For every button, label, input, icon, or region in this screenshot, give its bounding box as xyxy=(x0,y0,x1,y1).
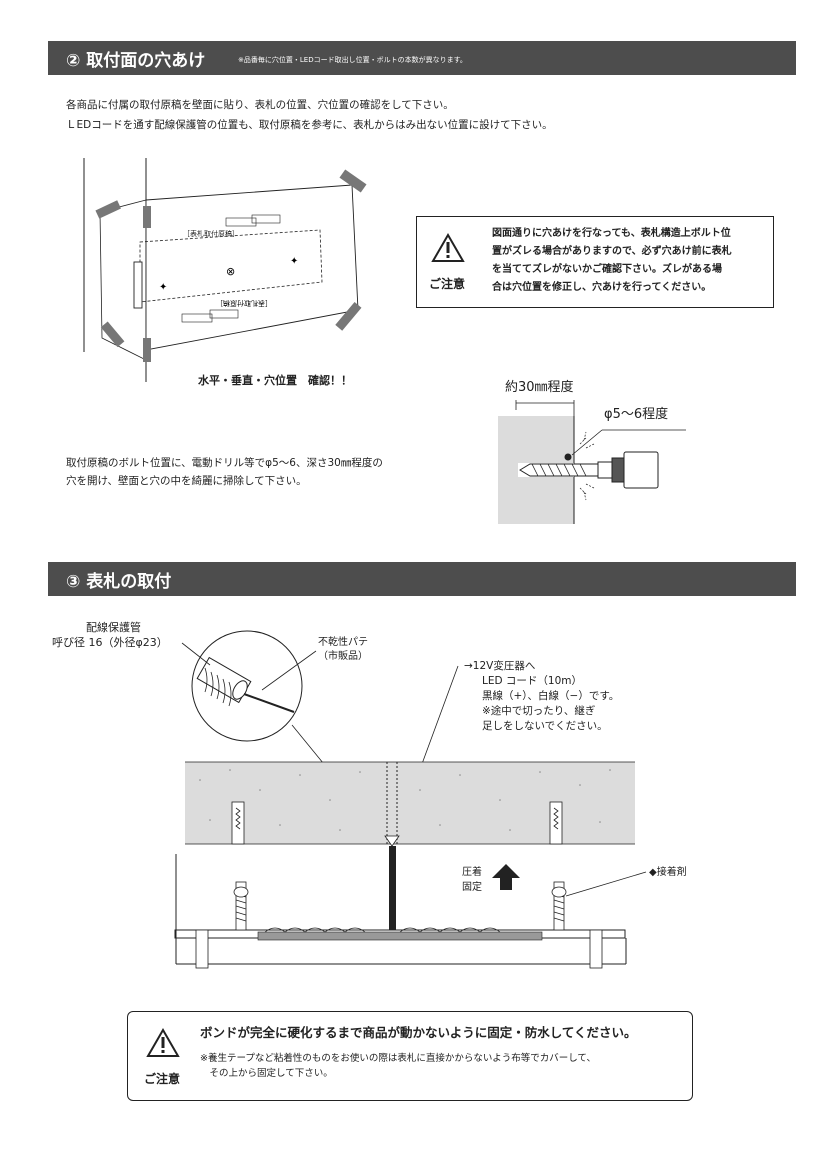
depth-label: 約30㎜程度 xyxy=(505,380,574,395)
warning-icon xyxy=(146,1027,180,1057)
caution-text: 図面通りに穴あけを行なっても、表札構造上ボルト位 置がズレる場合がありますので、… xyxy=(492,225,732,297)
caution-word: ご注意 xyxy=(429,277,466,291)
press-label-2: 固定 xyxy=(462,882,482,893)
led-note-line: →12V変圧器へ xyxy=(464,660,536,672)
instruction-line-2: ＬEDコードを通す配線保護管の位置も、取付原稿を参考に、表札からはみ出ない位置に… xyxy=(66,119,553,131)
conduit-label-1: 配線保護管 xyxy=(86,621,141,634)
caution-line: を当ててズレがないかご確認下さい。ズレがある場 xyxy=(492,264,722,275)
press-label-1: 圧着 xyxy=(462,867,482,878)
caution-main: ボンドが完全に硬化するまで商品が動かないように固定・防水してください。 xyxy=(200,1025,637,1040)
drill-instruction-line-2: 穴を開け、壁面と穴の中を綺麗に掃除して下さい。 xyxy=(66,475,307,487)
svg-text:✦: ✦ xyxy=(159,282,167,293)
section-2-header: ② 取付面の穴あけ ※品番毎に穴位置・LEDコード取出し位置・ボルトの本数が異な… xyxy=(48,41,796,75)
putty-label-2: （市販品） xyxy=(318,651,368,662)
caution-box-bond: ご注意 ボンドが完全に硬化するまで商品が動かないように固定・防水してください。 … xyxy=(127,1011,693,1101)
warning-icon xyxy=(431,232,465,262)
section-3-title: ③ 表札の取付 xyxy=(66,572,172,592)
caution-word: ご注意 xyxy=(144,1072,181,1086)
instruction-line-1: 各商品に付属の取付原稿を壁面に貼り、表札の位置、穴位置の確認をして下さい。 xyxy=(66,99,454,111)
caution-box-drilling: ご注意 図面通りに穴あけを行なっても、表札構造上ボルト位 置がズレる場合がありま… xyxy=(416,216,774,308)
drill-instruction-line-1: 取付原稿のボルト位置に、電動ドリル等でφ5～6、深さ30㎜程度の xyxy=(66,457,383,469)
svg-text:［表札取付原稿］: ［表札取付原稿］ xyxy=(216,299,272,308)
caution-line: 図面通りに穴あけを行なっても、表札構造上ボルト位 xyxy=(492,228,731,239)
conduit-label-2: 呼び径 16（外径φ23） xyxy=(52,636,168,649)
led-cord-notes: →12V変圧器へ LED コード（10m） 黒線（+）、白線（−）です。 ※途中… xyxy=(464,659,619,734)
template-title: ［表札取付原稿］ xyxy=(183,230,239,238)
diameter-label: φ5～6程度 xyxy=(604,407,669,422)
level-caption: 水平・垂直・穴位置 確認！！ xyxy=(198,374,352,387)
led-note-line: LED コード（10m） xyxy=(482,675,582,687)
caution-sub-1: ※養生テープなど粘着性のものをお使いの際は表札に直接かからないよう布等でカバーし… xyxy=(200,1053,596,1064)
caution-line: 置がズレる場合がありますので、必ず穴あけ前に表札 xyxy=(492,246,732,257)
adhesive-label: ◆接着剤 xyxy=(649,867,687,878)
led-note-line: 足しをしないでください。 xyxy=(482,720,608,732)
section-2-note: ※品番毎に穴位置・LEDコード取出し位置・ボルトの本数が異なります。 xyxy=(238,56,467,64)
svg-text:⊗: ⊗ xyxy=(226,265,235,278)
led-note-line: ※途中で切ったり、継ぎ xyxy=(482,705,596,717)
svg-text:✦: ✦ xyxy=(290,256,298,267)
caution-sub-2: その上から固定して下さい。 xyxy=(200,1068,333,1079)
section-3-header: ③ 表札の取付 xyxy=(48,562,796,596)
putty-label-1: 不乾性パテ xyxy=(318,637,368,648)
led-note-line: 黒線（+）、白線（−）です。 xyxy=(482,690,620,702)
caution-line: 合は穴位置を修正し、穴あけを行ってください。 xyxy=(492,282,712,293)
section-2-title: ② 取付面の穴あけ xyxy=(66,51,206,71)
